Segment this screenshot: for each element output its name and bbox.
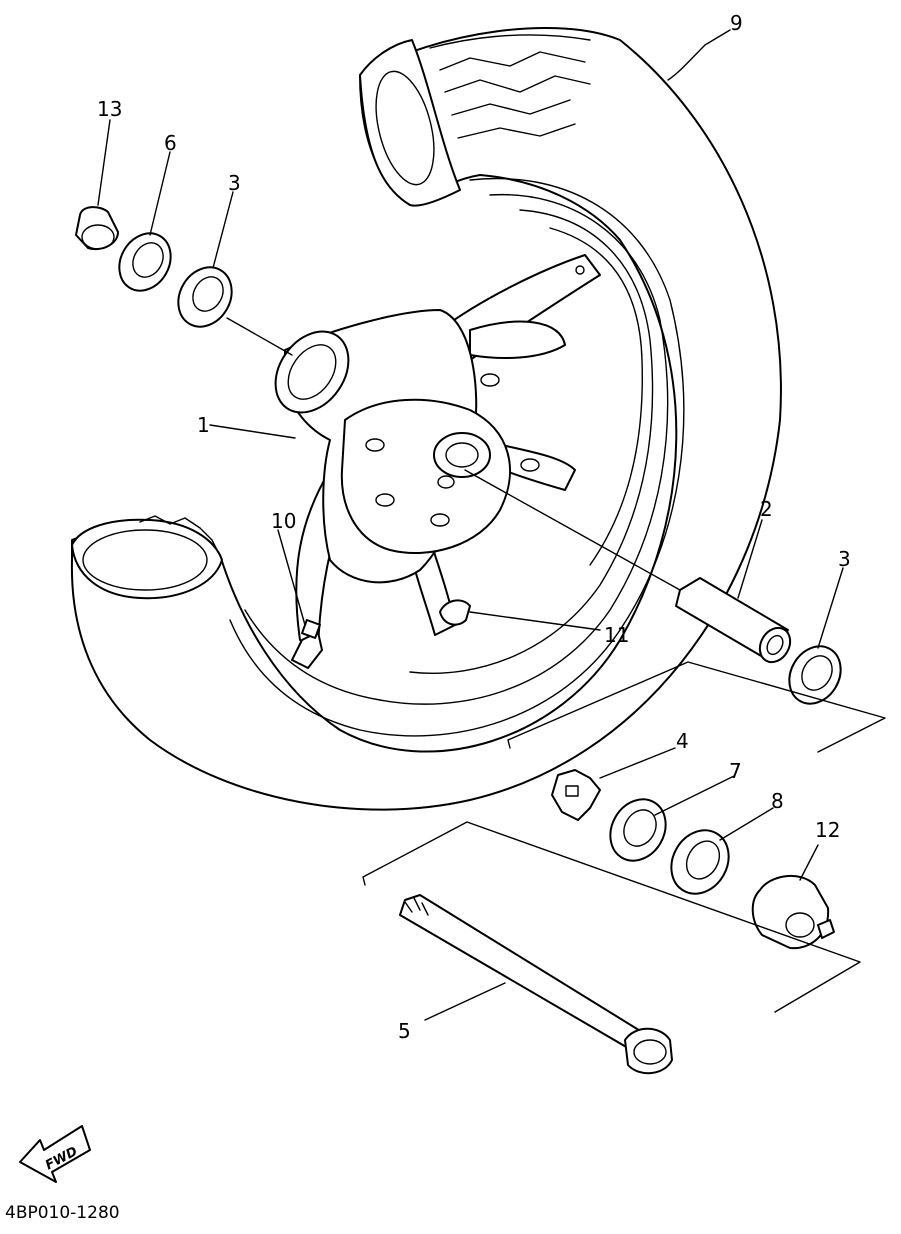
callout-11: 12 (815, 818, 840, 842)
callout-4: 6 (164, 131, 177, 155)
callout-3-right: 3 (838, 547, 851, 571)
callout-1: 1 (197, 413, 210, 437)
diagram-code: 4BP010-1280 (5, 1203, 120, 1223)
fwd-arrow-icon: FWD (19, 1125, 91, 1183)
callout-9: 10 (271, 509, 296, 533)
meter-gear-6 (609, 798, 667, 862)
leader-lines (97, 29, 844, 1021)
callout-5: 4 (676, 729, 689, 753)
meter-clutch-5 (551, 769, 601, 821)
group-box-axle (362, 821, 861, 1013)
tire (70, 27, 782, 811)
bearing-3-left (177, 266, 233, 328)
callout-10: 11 (604, 623, 629, 647)
callout-12: 5 (398, 1019, 411, 1043)
callout-6: 7 (729, 759, 742, 783)
wheel-hub (274, 254, 601, 651)
valve-stem (291, 619, 323, 669)
callout-3-left: 3 (228, 171, 241, 195)
callout-2: 2 (760, 497, 773, 521)
callout-13: 13 (97, 97, 122, 121)
balance-weight (439, 599, 471, 626)
callout-8: 9 (730, 11, 743, 35)
callout-7: 8 (771, 789, 784, 813)
meter-gear-unit-11 (751, 874, 835, 950)
oil-seal-4 (118, 232, 172, 292)
spacer-2 (675, 577, 792, 664)
oil-seal-7 (670, 829, 730, 895)
bearing-3-right (788, 645, 842, 705)
group-box-bearing (507, 661, 886, 753)
collar-13 (75, 206, 119, 251)
axle-12 (399, 894, 673, 1075)
